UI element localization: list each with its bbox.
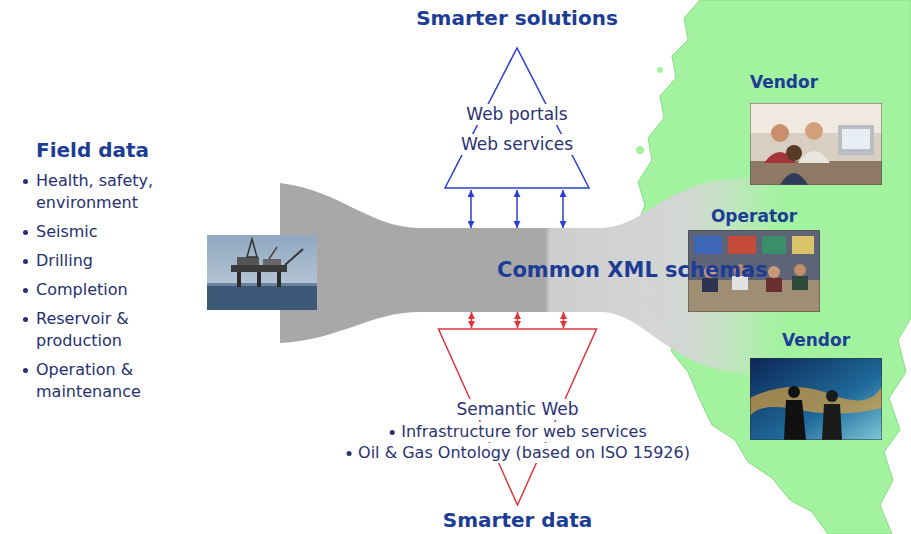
drawing-part — [788, 386, 800, 398]
node-text: Smarter solutions — [416, 6, 618, 30]
map-island — [636, 146, 644, 154]
photo-panel: Operator — [688, 202, 820, 312]
double-arrow — [563, 312, 565, 328]
double-arrow — [562, 190, 564, 228]
photo-panel: Vendor — [750, 72, 882, 185]
drawing-part — [794, 264, 806, 276]
node-text: Vendor — [750, 72, 818, 93]
drawing-part — [822, 404, 842, 440]
double-arrow — [470, 190, 472, 228]
drawing-part — [207, 283, 317, 286]
platform-photo — [207, 235, 317, 310]
triangle-outline — [397, 6, 637, 190]
bullet-item: Drilling — [22, 250, 192, 272]
double-arrow — [516, 190, 518, 228]
node-text: Common XML schemas — [497, 258, 768, 283]
drawing-part — [792, 276, 808, 290]
drawing-part — [207, 283, 317, 310]
bullet-list: Health, safety, environmentSeismicDrilli… — [22, 170, 192, 410]
drawing-part — [762, 236, 786, 254]
drawing-part — [771, 124, 789, 142]
bullet-item: Reservoir & production — [22, 308, 192, 352]
drawing-part — [269, 247, 277, 259]
drawing-part — [798, 151, 830, 163]
drawing-part — [838, 125, 874, 155]
drawing-part — [694, 236, 722, 254]
node-text: Infrastructure for web services — [385, 422, 649, 442]
drawing-part — [750, 103, 882, 185]
bullet-item: Completion — [22, 279, 192, 301]
drawing-part — [780, 173, 808, 185]
drawing-part — [784, 400, 806, 440]
drawing-part — [826, 390, 838, 402]
solutions-triangle: Smarter solutionsWeb portalsWeb services — [397, 6, 637, 190]
vendor-photo — [750, 103, 882, 185]
drawing-part — [766, 278, 782, 292]
drawing-part — [237, 257, 259, 265]
vendor-photo — [750, 358, 882, 440]
map-island — [657, 67, 663, 73]
double-arrow — [471, 312, 473, 328]
triangle-shape — [445, 48, 589, 188]
data-triangle: Semantic WebInfrastructure for web servi… — [280, 328, 755, 532]
drawing-part — [750, 358, 882, 440]
bullet-item: Seismic — [22, 221, 192, 243]
drawing-part — [207, 235, 317, 310]
drawing-part — [237, 271, 241, 287]
node-text: Oil & Gas Ontology (based on ISO 15926) — [342, 443, 693, 463]
drawing-part — [750, 103, 882, 185]
drawing-part — [277, 271, 281, 287]
node-text: Vendor — [782, 330, 850, 351]
drawing-part — [792, 236, 814, 254]
drawing-part — [750, 386, 882, 416]
drawing-part — [263, 259, 281, 265]
drawing-part — [750, 161, 882, 185]
drawing-part — [285, 249, 303, 265]
bullet-item: Health, safety, environment — [22, 170, 192, 214]
drawing-part — [750, 358, 882, 440]
xml-funnel: Common XML schemas — [280, 228, 760, 312]
drawing-part — [257, 271, 261, 287]
drawing-part — [231, 265, 287, 272]
node-text: Smarter data — [443, 508, 592, 532]
drawing-part — [728, 236, 756, 254]
double-arrow — [517, 312, 519, 328]
node-text: Operator — [711, 206, 797, 227]
section-heading: Field data — [36, 138, 149, 162]
drawing-part — [805, 122, 823, 140]
drawing-part — [842, 129, 870, 149]
drawing-part — [786, 145, 802, 161]
node-text: Web services — [458, 134, 576, 155]
node-text: Semantic Web — [453, 399, 581, 420]
node-text: Web portals — [463, 104, 570, 125]
drawing-part — [247, 239, 257, 257]
bullet-item: Operation & maintenance — [22, 359, 192, 403]
triangle-shape — [439, 329, 597, 505]
drawing-part — [768, 266, 780, 278]
photo-panel: Vendor — [750, 330, 882, 440]
